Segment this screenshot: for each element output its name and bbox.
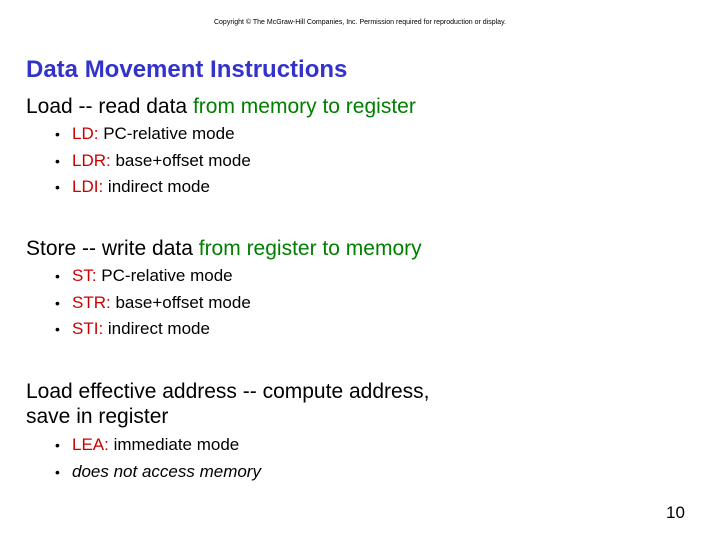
slide-title: Data Movement Instructions [26,56,348,83]
store-heading-highlight: from register to memory [198,237,422,260]
list-item: • STR: base+offset mode [0,290,251,317]
instruction-code: ST: [72,266,97,285]
lea-heading: Load effective address -- compute addres… [26,379,430,429]
instruction-code: LDI: [72,177,104,196]
instruction-mode: immediate mode [108,435,240,454]
lea-bullet-list: • LEA: immediate mode • does not access me… [0,432,261,485]
bullet-icon: • [55,294,60,311]
bullet-icon: • [55,152,60,169]
page-number: 10 [666,503,685,522]
list-item: • ST: PC-relative mode [0,263,251,290]
instruction-mode: base+offset mode [110,292,251,312]
instruction-mode: indirect mode [103,319,210,338]
store-heading: Store -- write data from register to mem… [26,236,422,261]
list-item: • does not access memory [0,459,261,486]
bullet-icon: • [55,463,60,480]
instruction-mode: PC-relative mode [96,266,233,285]
instruction-mode: PC-relative mode [98,124,235,143]
lea-heading-line1: Load effective address -- compute addres… [26,380,430,403]
bullet-icon: • [55,268,60,284]
load-heading: Load -- read data from memory to registe… [26,94,416,119]
bullet-icon: • [55,321,60,337]
instruction-code: LD: [72,124,99,143]
load-bullet-list: • LD: PC-relative mode • LDR: base+offset … [0,121,251,201]
list-item: • LDR: base+offset mode [0,148,251,175]
list-item: • LD: PC-relative mode [0,121,251,148]
instruction-code: STR: [72,292,111,312]
bullet-icon: • [55,179,60,195]
bullet-icon: • [55,437,60,453]
load-heading-highlight: from memory to register [192,95,416,118]
instruction-code: LDR: [72,150,111,170]
list-item: • STI: indirect mode [0,316,251,343]
load-heading-prefix: Load -- read data [26,95,193,118]
lea-heading-line2: save in register [26,405,169,428]
store-heading-prefix: Store -- write data [26,237,199,260]
instruction-mode: indirect mode [103,177,210,196]
list-item: • LEA: immediate mode [0,432,261,459]
store-bullet-list: • ST: PC-relative mode • STR: base+offset … [0,263,251,343]
list-item: • LDI: indirect mode [0,174,251,201]
bullet-icon: • [55,126,60,142]
memory-access-note: does not access memory [72,461,261,481]
instruction-code: LEA: [72,435,109,454]
instruction-code: STI: [72,319,104,338]
instruction-mode: base+offset mode [110,150,251,170]
copyright-notice: Copyright © The McGraw-Hill Companies, I… [213,19,506,26]
